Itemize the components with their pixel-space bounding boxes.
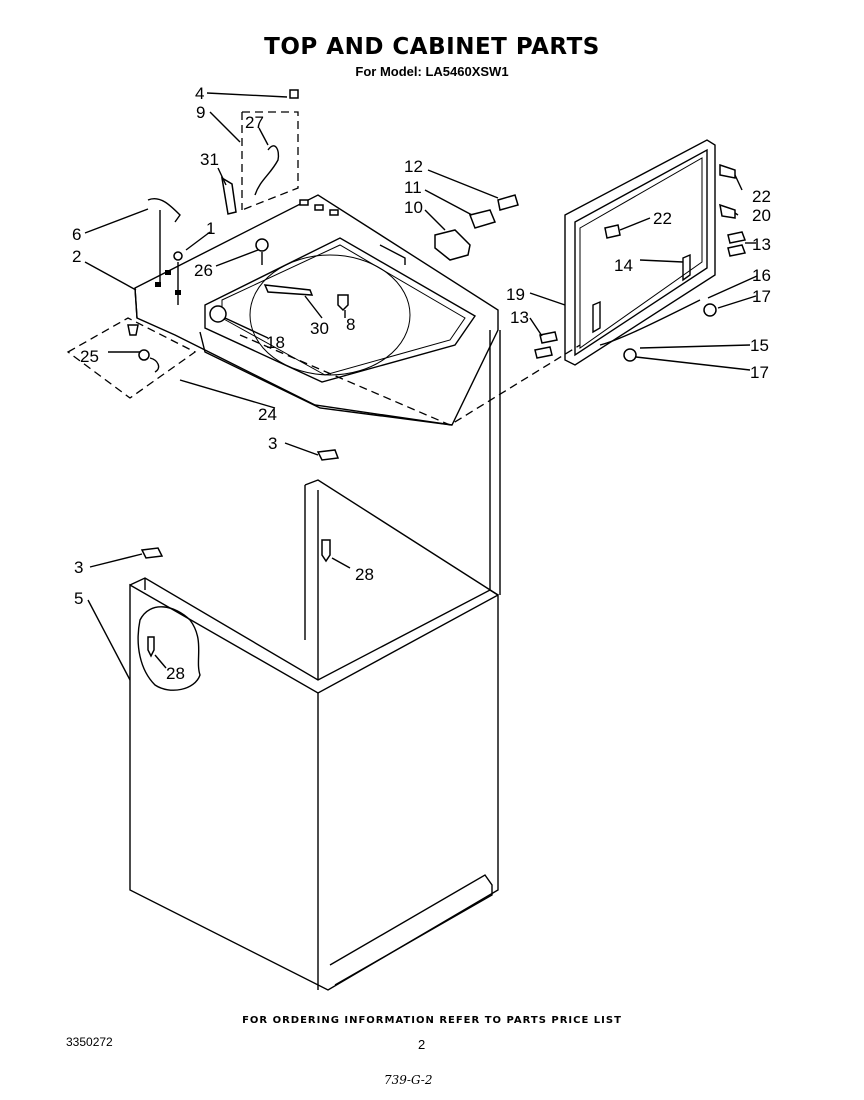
callout-30: 30 (310, 319, 329, 338)
callout-17-lower: 17 (750, 363, 769, 382)
callout-31: 31 (200, 150, 219, 169)
callout-13-left: 13 (510, 308, 529, 327)
callout-12: 12 (404, 157, 423, 176)
cabinet (129, 330, 501, 991)
callout-3-lower: 3 (74, 558, 83, 577)
callout-9: 9 (196, 103, 205, 122)
callout-22-left: 22 (653, 209, 672, 228)
callout-10: 10 (404, 198, 423, 217)
callout-1: 1 (206, 219, 215, 238)
callout-5: 5 (74, 589, 83, 608)
callout-14: 14 (614, 256, 633, 275)
callout-6: 6 (72, 225, 81, 244)
callout-18: 18 (266, 333, 285, 352)
callout-15: 15 (750, 336, 769, 355)
page-number: 2 (418, 1037, 426, 1052)
callout-26: 26 (194, 261, 213, 280)
callout-17-upper: 17 (752, 287, 771, 306)
ordering-note: FOR ORDERING INFORMATION REFER TO PARTS … (242, 1015, 622, 1026)
document-number: 3350272 (66, 1035, 113, 1049)
callout-16: 16 (752, 266, 771, 285)
callout-20: 20 (752, 206, 771, 225)
small-parts (66, 89, 747, 559)
callout-27: 27 (245, 113, 264, 132)
callout-22-right: 22 (752, 187, 771, 206)
callout-13-right: 13 (752, 235, 771, 254)
callout-2: 2 (72, 247, 81, 266)
page-code: 739-G-2 (384, 1073, 433, 1087)
leader-lines (84, 92, 758, 681)
callout-24: 24 (258, 405, 277, 424)
lid (564, 139, 716, 366)
callout-8: 8 (346, 315, 355, 334)
callout-28-upper: 28 (355, 565, 374, 584)
callout-4: 4 (195, 84, 204, 103)
callout-28-lower: 28 (166, 664, 185, 683)
model-subtitle: For Model: LA5460XSW1 (355, 64, 509, 79)
callout-19: 19 (506, 285, 525, 304)
page-title: TOP AND CABINET PARTS (264, 34, 600, 60)
callout-11: 11 (404, 178, 422, 197)
callout-labels: 4 9 27 31 6 1 2 26 12 11 10 8 30 18 25 2… (72, 84, 771, 683)
callout-25: 25 (80, 347, 99, 366)
callout-3-upper: 3 (268, 434, 277, 453)
top-panel (134, 194, 499, 426)
